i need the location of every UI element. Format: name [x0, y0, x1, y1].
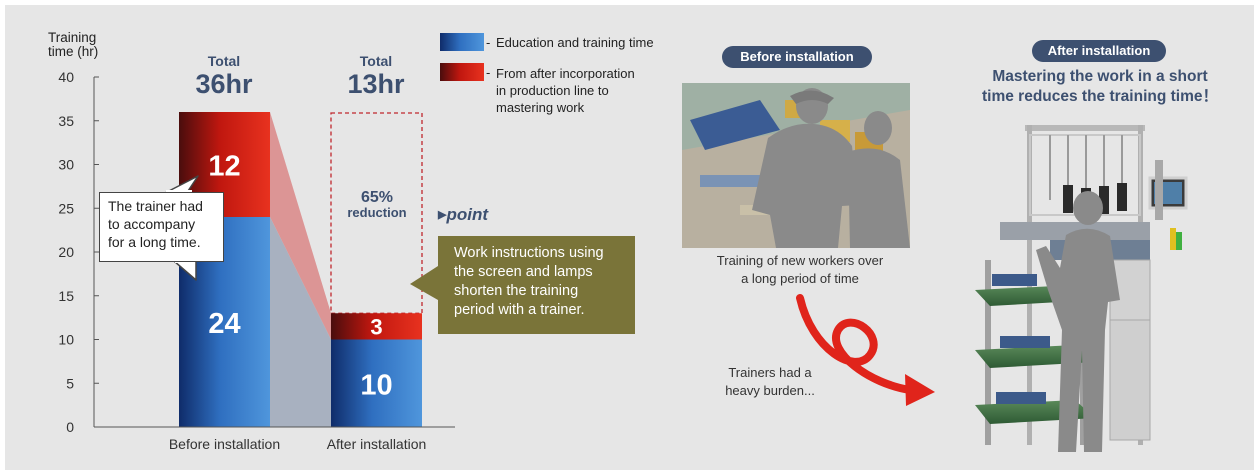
before-caption-line-2: a long period of time — [741, 271, 859, 286]
total-before-value: 36hr — [195, 69, 253, 99]
legend-prefix-education: - — [486, 35, 494, 50]
burden-line-1: Trainers had a — [728, 365, 812, 380]
legend-label-incorporation-line-1: From after incorporation — [496, 66, 635, 81]
legend-label-incorporation-line-2: in production line to — [496, 83, 609, 98]
swirl-arrow — [796, 294, 935, 406]
y-tick-label-30: 30 — [58, 157, 74, 173]
bar-value-label-education-before: 24 — [208, 308, 240, 340]
total-after-value: 13hr — [347, 69, 405, 99]
before-scene-photo — [682, 83, 910, 248]
burden-caption: Trainers had a heavy burden... — [705, 364, 835, 400]
y-tick-label-0: 0 — [66, 419, 74, 435]
callout-line-4: period with a trainer. — [454, 302, 585, 318]
before-caption-line-1: Training of new workers over — [716, 253, 884, 268]
bar-value-label-incorporation-before: 12 — [208, 151, 240, 183]
reduction-label: 65% reduction — [334, 190, 420, 220]
y-tick-label-20: 20 — [58, 244, 74, 260]
legend-label-incorporation-line-3: mastering work — [496, 100, 585, 115]
legend-label-incorporation: From after incorporation in production l… — [496, 65, 635, 116]
point-text: point — [446, 205, 489, 224]
before-installation-badge: Before installation — [722, 46, 872, 68]
after-installation-badge: After installation — [1032, 40, 1166, 62]
trainer-bubble-line-1: The trainer had — [108, 198, 203, 214]
total-after: Total 13hr — [330, 53, 422, 99]
point-label: ▶point — [438, 205, 488, 225]
bar-education-after — [331, 339, 422, 427]
callout-line-1: Work instructions using — [454, 245, 604, 261]
y-axis-label: Training time (hr) — [48, 31, 98, 59]
after-headline: Mastering the work in a short time reduc… — [960, 67, 1240, 107]
total-after-label: Total — [359, 53, 393, 69]
x-tick-label-before: Before installation — [169, 436, 280, 452]
after-headline-line-1: Mastering the work in a short — [992, 68, 1208, 85]
burden-line-2: heavy burden... — [725, 383, 815, 398]
before-caption: Training of new workers over a long peri… — [690, 252, 910, 288]
callout-box: Work instructions using the screen and l… — [438, 236, 635, 334]
legend-label-education: Education and training time — [496, 35, 654, 50]
trainer-bubble-line-3: for a long time. — [108, 234, 201, 250]
y-tick-label-25: 25 — [58, 200, 74, 216]
y-tick-label-10: 10 — [58, 332, 74, 348]
after-headline-line-2: time reduces the training time！ — [982, 88, 1218, 105]
total-before: Total 36hr — [178, 53, 270, 99]
total-before-label: Total — [207, 53, 241, 69]
after-scene-workstation — [975, 125, 1188, 452]
y-tick-label-35: 35 — [58, 113, 74, 129]
callout-line-3: shorten the training — [454, 283, 579, 299]
y-tick-label-40: 40 — [58, 69, 74, 85]
bar-value-label-education-after: 10 — [360, 369, 392, 401]
reduction-connector-red — [270, 112, 331, 340]
x-tick-label-after: After installation — [327, 436, 427, 452]
trainer-speech-bubble: The trainer had to accompany for a long … — [99, 192, 224, 262]
bar-incorporation-after — [331, 313, 422, 340]
reduction-connector-blue — [270, 217, 331, 427]
point-arrow-icon: ▶ — [438, 209, 447, 221]
bar-value-label-incorporation-after: 3 — [370, 314, 382, 339]
legend-swatch-incorporation — [440, 63, 484, 81]
reduction-percent: 65% — [360, 189, 394, 206]
callout-pointer — [410, 266, 438, 300]
callout-line-2: the screen and lamps — [454, 264, 593, 280]
legend-prefix-incorporation: - — [486, 65, 494, 80]
legend-swatch-education — [440, 33, 484, 51]
y-tick-label-5: 5 — [66, 375, 74, 391]
y-tick-label-15: 15 — [58, 288, 74, 304]
y-axis-label-line-2: time (hr) — [48, 44, 99, 59]
y-axis-label-line-1: Training — [48, 30, 97, 45]
reduction-word: reduction — [347, 205, 407, 220]
trainer-bubble-line-2: to accompany — [108, 216, 196, 232]
